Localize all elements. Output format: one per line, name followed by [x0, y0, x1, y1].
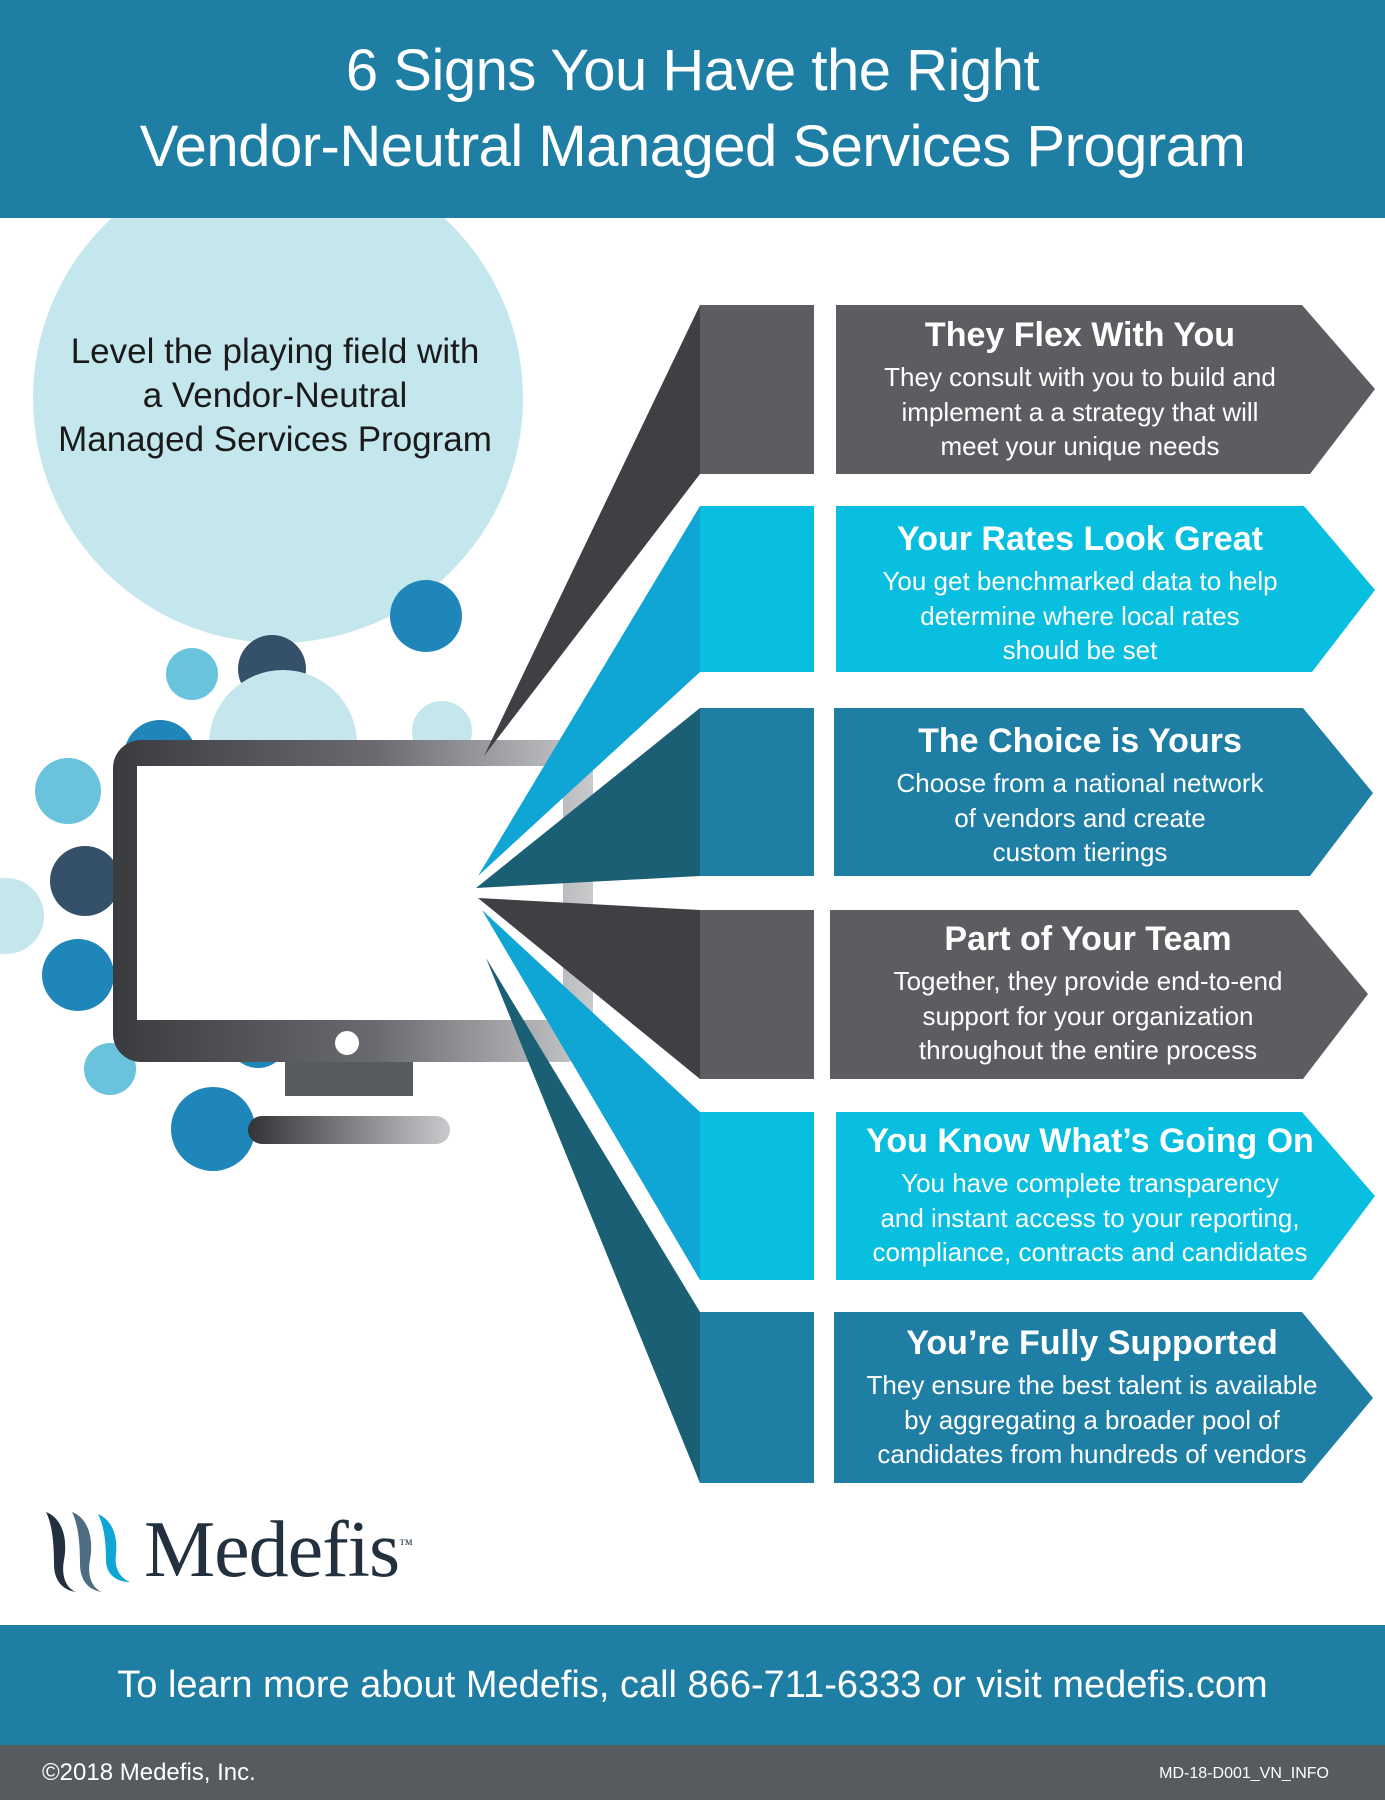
- header-banner: 6 Signs You Have the Right Vendor-Neutra…: [0, 0, 1385, 218]
- arrow-card-shape: [836, 305, 1375, 474]
- sign-description: You have complete transparency and insta…: [810, 1166, 1370, 1270]
- sign-description: Choose from a national network of vendor…: [800, 766, 1360, 870]
- intro-line-3: Managed Services Program: [58, 420, 492, 459]
- sign-description: They consult with you to build and imple…: [800, 360, 1360, 464]
- sign-desc-line: implement a a strategy that will: [901, 396, 1259, 427]
- arrow-card-shape: [830, 910, 1368, 1079]
- intro-line-1: Level the playing field with: [70, 332, 480, 371]
- sign-card-supported: You’re Fully Supported They ensure the b…: [812, 1314, 1372, 1482]
- arrow-card-shape: [836, 1112, 1375, 1280]
- copyright-text: ©2018 Medefis, Inc.: [42, 1759, 256, 1786]
- sign-desc-line: by aggregating a broader pool of: [904, 1404, 1280, 1435]
- intro-line-2: a Vendor-Neutral: [142, 376, 408, 415]
- medefis-wave-icon: [46, 1511, 130, 1592]
- bubble: [171, 1087, 255, 1171]
- sign-desc-line: should be set: [1002, 635, 1158, 665]
- sign-title: You Know What’s Going On: [866, 1122, 1314, 1160]
- medefis-logo: Medefis™: [42, 1505, 413, 1596]
- call-to-action-banner: To learn more about Medefis, call 866-71…: [0, 1625, 1385, 1745]
- sign-title: Your Rates Look Great: [897, 520, 1263, 558]
- large-light-circle: [33, 218, 523, 643]
- sign-desc-line: Together, they provide end-to-end: [893, 966, 1283, 996]
- monitor-icon: [113, 740, 593, 1144]
- sign-desc-line: You get benchmarked data to help: [882, 566, 1278, 596]
- sign-title: You’re Fully Supported: [906, 1324, 1278, 1362]
- sign-desc-line: candidates from hundreds of vendors: [877, 1439, 1307, 1469]
- sign-title: They Flex With You: [924, 316, 1236, 354]
- bubble: [50, 846, 120, 916]
- intro-text: Level the playing field with a Vendor-Ne…: [40, 330, 510, 462]
- sign-desc-line: of vendors and create: [954, 802, 1206, 833]
- bubble: [35, 758, 101, 824]
- bubble: [390, 580, 462, 652]
- arrow-card-shape: [836, 506, 1375, 672]
- bubble: [0, 878, 44, 954]
- page-title-line-2: Vendor-Neutral Managed Services Program: [139, 114, 1246, 179]
- bubble: [84, 1043, 136, 1095]
- sign-card-team: Part of Your Team Together, they provide…: [808, 910, 1368, 1078]
- sign-desc-line: custom tierings: [992, 837, 1168, 867]
- sign-desc-line: support for your organization: [922, 1000, 1254, 1031]
- cta-text: To learn more about Medefis, call 866-71…: [117, 1664, 1268, 1706]
- arrow-card-shape: [834, 708, 1373, 876]
- connector-bars: [700, 305, 814, 1483]
- logo-name: Medefis: [144, 1506, 400, 1594]
- arrow-card-shape: [834, 1312, 1373, 1483]
- bubble: [42, 939, 114, 1011]
- logo-wordmark: Medefis™: [144, 1505, 413, 1596]
- sign-title: Part of Your Team: [944, 920, 1232, 958]
- sign-desc-line: Choose from a national network: [896, 768, 1264, 798]
- bubble: [166, 648, 218, 700]
- sign-desc-line: You have complete transparency: [901, 1168, 1279, 1198]
- sign-card-choice: The Choice is Yours Choose from a nation…: [800, 712, 1360, 880]
- sign-card-transparency: You Know What’s Going On You have comple…: [810, 1112, 1370, 1280]
- sign-description: You get benchmarked data to help determi…: [800, 564, 1360, 668]
- arrow-cards: [830, 305, 1375, 1483]
- document-code: MD-18-D001_VN_INFO: [1159, 1765, 1329, 1782]
- trademark-symbol: ™: [399, 1537, 413, 1553]
- sign-desc-line: and instant access to your reporting,: [880, 1202, 1300, 1233]
- sign-description: Together, they provide end-to-end suppor…: [808, 964, 1368, 1068]
- sign-desc-line: throughout the entire process: [918, 1035, 1258, 1065]
- sign-desc-line: meet your unique needs: [940, 431, 1220, 461]
- infographic-art: [0, 218, 1375, 1483]
- sign-description: They ensure the best talent is available…: [812, 1368, 1372, 1472]
- sign-desc-line: compliance, contracts and candidates: [872, 1237, 1308, 1267]
- sign-desc-line: They consult with you to build and: [884, 362, 1276, 392]
- sign-desc-line: They ensure the best talent is available: [866, 1370, 1318, 1400]
- sign-card-rates: Your Rates Look Great You get benchmarke…: [800, 510, 1360, 678]
- footer-bar: ©2018 Medefis, Inc. MD-18-D001_VN_INFO: [0, 1745, 1385, 1800]
- sign-desc-line: determine where local rates: [920, 600, 1240, 631]
- page-title-line-1: 6 Signs You Have the Right: [345, 38, 1040, 103]
- sign-card-flex: They Flex With You They consult with you…: [800, 306, 1360, 474]
- connector-rays: [476, 305, 700, 1483]
- sign-title: The Choice is Yours: [918, 722, 1242, 760]
